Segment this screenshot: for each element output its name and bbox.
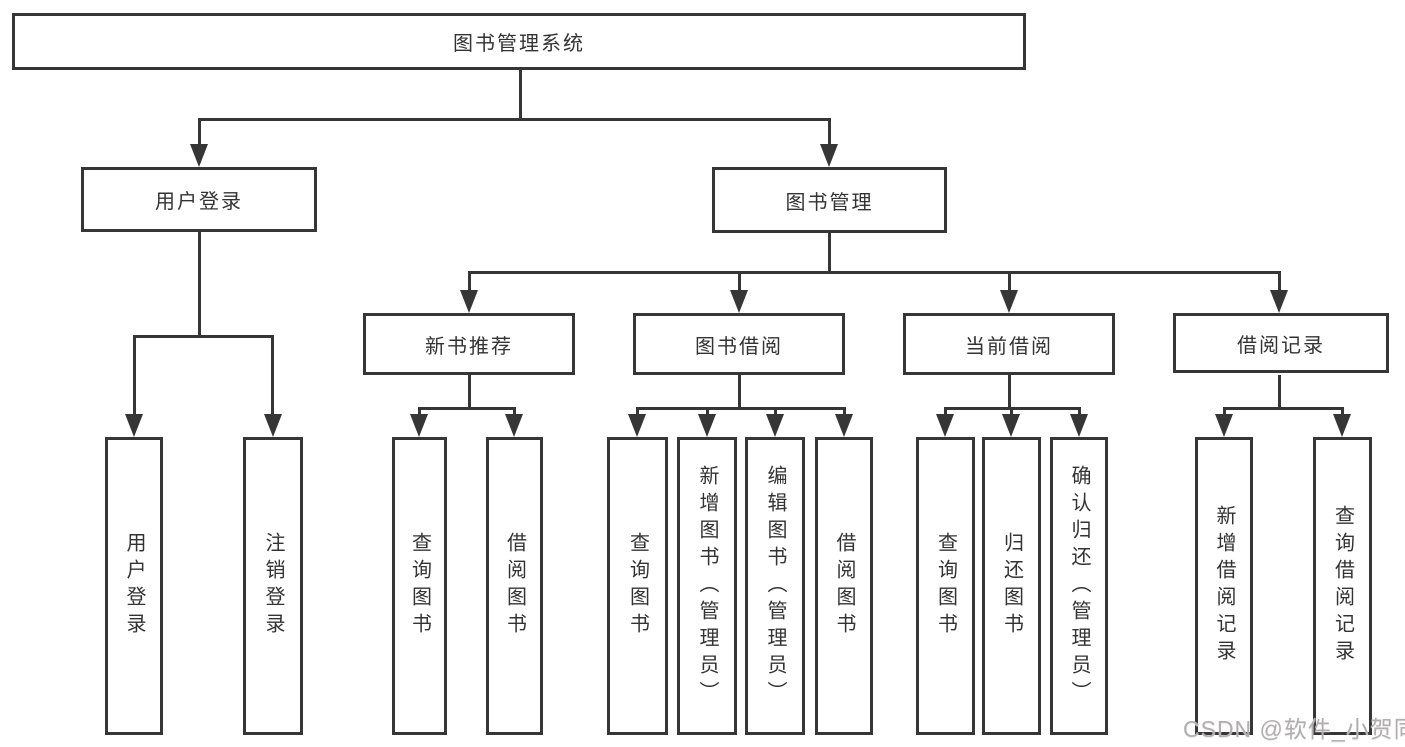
node-current-borrow: 当前借阅 [903, 313, 1115, 375]
connector-line [636, 407, 639, 417]
node-book-management: 图书管理 [712, 167, 947, 233]
node-user-login: 用户登录 [81, 167, 317, 232]
connector-line [1223, 407, 1344, 410]
leaf-borrow-add-books-admin: 新增图书（管理员） [677, 437, 737, 735]
leaf-newbooks-query-books: 查询图书 [392, 437, 447, 735]
connector-line [1341, 407, 1344, 417]
connector-line [133, 335, 274, 338]
leaf-borrow-borrow-books: 借阅图书 [815, 437, 873, 735]
node-new-book-recommend: 新书推荐 [363, 313, 575, 375]
connector-line [271, 335, 274, 417]
arrow-down-icon [730, 290, 748, 313]
arrow-down-icon [936, 414, 954, 437]
connector-line [738, 271, 741, 293]
arrow-down-icon [698, 414, 716, 437]
node-book-borrow: 图书借阅 [633, 313, 845, 375]
connector-line [1278, 271, 1281, 293]
leaf-newbooks-borrow-books: 借阅图书 [486, 437, 543, 735]
connector-line [468, 271, 471, 293]
connector-line [468, 375, 471, 410]
connector-line [198, 118, 201, 146]
connector-line [513, 407, 516, 417]
leaf-borrow-edit-books-admin: 编辑图书（管理员） [745, 437, 805, 735]
arrow-down-icon [505, 414, 523, 437]
leaf-records-add-record: 新增借阅记录 [1195, 437, 1253, 735]
arrow-down-icon [766, 414, 784, 437]
arrow-down-icon [1333, 414, 1351, 437]
connector-line [1278, 375, 1281, 410]
leaf-user-login: 用户登录 [105, 437, 163, 735]
connector-line [944, 407, 947, 417]
arrow-down-icon [1000, 290, 1018, 313]
connector-line [843, 407, 846, 417]
connector-line [828, 118, 831, 146]
leaf-current-return-books: 归还图书 [982, 437, 1041, 735]
connector-line [133, 335, 136, 417]
connector-line [706, 407, 709, 417]
leaf-current-confirm-return-admin: 确认归还（管理员） [1050, 437, 1108, 735]
arrow-down-icon [820, 144, 838, 167]
connector-line [636, 407, 846, 410]
arrow-down-icon [1270, 290, 1288, 313]
leaf-logout: 注销登录 [243, 437, 303, 735]
arrow-down-icon [1070, 414, 1088, 437]
arrow-down-icon [125, 414, 143, 437]
arrow-down-icon [264, 414, 282, 437]
node-borrow-records: 借阅记录 [1173, 313, 1389, 373]
connector-line [1008, 271, 1011, 293]
arrow-down-icon [628, 414, 646, 437]
connector-line [198, 118, 831, 121]
leaf-borrow-query-books: 查询图书 [607, 437, 668, 735]
arrow-down-icon [410, 414, 428, 437]
connector-line [468, 271, 1281, 274]
arrow-down-icon [1215, 414, 1233, 437]
connector-line [198, 232, 201, 338]
connector-line [1223, 407, 1226, 417]
connector-line [519, 70, 522, 121]
connector-line [418, 407, 421, 417]
connector-line [774, 407, 777, 417]
arrow-down-icon [460, 290, 478, 313]
connector-line [418, 407, 516, 410]
node-root: 图书管理系统 [12, 13, 1026, 70]
arrow-down-icon [1002, 414, 1020, 437]
connector-line [738, 375, 741, 410]
arrow-down-icon [190, 144, 208, 167]
connector-line [828, 233, 831, 274]
leaf-records-query-record: 查询借阅记录 [1313, 437, 1372, 735]
leaf-current-query-books: 查询图书 [916, 437, 975, 735]
connector-line [1010, 407, 1013, 417]
csdn-watermark: CSDN @软件_小贺同学 [1183, 716, 1405, 742]
connector-line [1008, 375, 1011, 410]
connector-line [1078, 407, 1081, 417]
arrow-down-icon [835, 414, 853, 437]
